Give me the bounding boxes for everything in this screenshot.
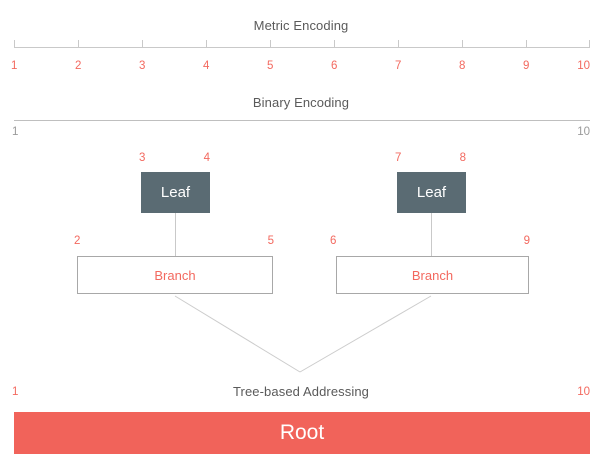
binary-start-label: 1 [12, 126, 19, 138]
connector-leaf-left-to-branch-left [175, 213, 176, 256]
connector-branch-right-to-root [299, 295, 432, 373]
connector-branch-left-to-root [174, 295, 301, 373]
leaf-node-right[interactable]: Leaf [397, 172, 466, 213]
leaf-node-left[interactable]: Leaf [141, 172, 210, 213]
leaf-left-end-label: 4 [203, 152, 210, 164]
metric-tick-5 [270, 40, 271, 48]
metric-tick-label-10: 10 [577, 60, 590, 72]
branch-left-end-label: 5 [267, 235, 274, 247]
leaf-right-start-label: 7 [395, 152, 402, 164]
metric-tick-1 [14, 40, 15, 48]
metric-tick-2 [78, 40, 79, 48]
metric-tick-4 [206, 40, 207, 48]
metric-tick-label-1: 1 [11, 60, 18, 72]
metric-tick-label-6: 6 [331, 60, 338, 72]
tree-addressing-title: Tree-based Addressing [232, 384, 370, 399]
metric-tick-3 [142, 40, 143, 48]
tree-end-label: 10 [577, 386, 590, 398]
metric-tick-10 [589, 40, 590, 48]
tree-start-label: 1 [12, 386, 19, 398]
branch-right-label: Branch [411, 267, 454, 283]
binary-encoding-title: Binary Encoding [252, 95, 350, 110]
binary-axis-line [14, 120, 590, 121]
metric-tick-8 [462, 40, 463, 48]
leaf-left-start-label: 3 [139, 152, 146, 164]
binary-end-label: 10 [577, 126, 590, 138]
metric-tick-label-8: 8 [459, 60, 466, 72]
connector-leaf-right-to-branch-right [431, 213, 432, 256]
branch-right-start-label: 6 [330, 235, 337, 247]
root-label: Root [279, 421, 325, 444]
metric-tick-label-5: 5 [267, 60, 274, 72]
metric-tick-label-9: 9 [523, 60, 530, 72]
root-node[interactable]: Root [14, 412, 590, 454]
metric-tick-6 [334, 40, 335, 48]
branch-right-end-label: 9 [523, 235, 530, 247]
leaf-right-end-label: 8 [459, 152, 466, 164]
metric-axis-line [14, 47, 590, 48]
branch-left-start-label: 2 [74, 235, 81, 247]
metric-tick-label-3: 3 [139, 60, 146, 72]
branch-node-right[interactable]: Branch [336, 256, 529, 294]
metric-tick-label-2: 2 [75, 60, 82, 72]
branch-left-label: Branch [154, 267, 196, 283]
metric-tick-9 [526, 40, 527, 48]
metric-encoding-title: Metric Encoding [253, 18, 349, 33]
metric-tick-label-7: 7 [395, 60, 402, 72]
leaf-right-label: Leaf [416, 184, 447, 201]
leaf-left-label: Leaf [160, 184, 191, 201]
metric-tick-label-4: 4 [203, 60, 210, 72]
metric-tick-7 [398, 40, 399, 48]
branch-node-left[interactable]: Branch [77, 256, 273, 294]
